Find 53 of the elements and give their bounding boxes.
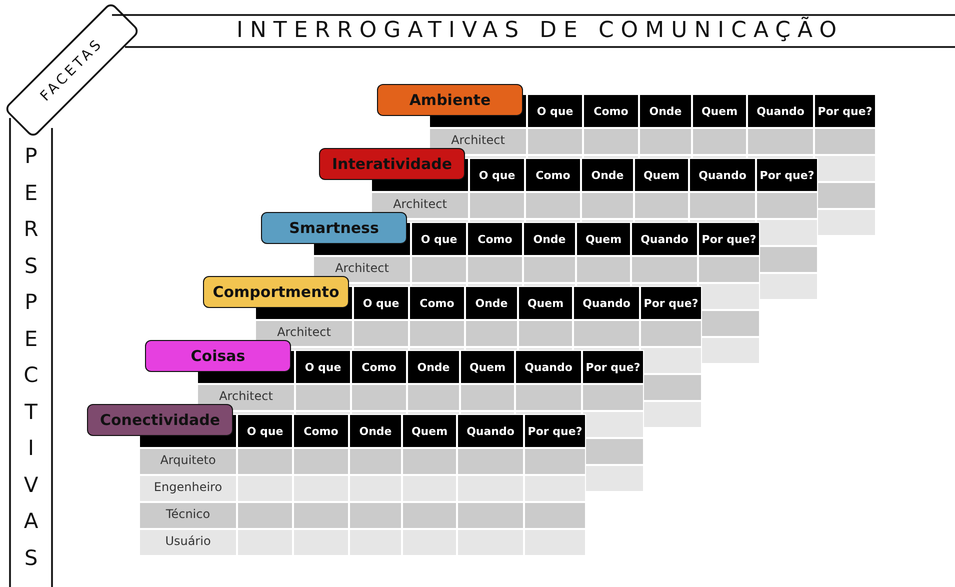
facet-tag: Interatividade xyxy=(319,148,465,180)
column-header: Quem xyxy=(402,414,457,448)
column-header: O que xyxy=(527,94,583,128)
column-header: Por que? xyxy=(524,414,586,448)
title-text: INTERROGATIVAS DE COMUNICAÇÃO xyxy=(235,16,845,45)
column-header: Quem xyxy=(460,350,515,384)
column-header: Por que? xyxy=(698,222,760,256)
column-header: Por que? xyxy=(756,158,818,192)
row-label: Architect xyxy=(371,192,469,219)
facet-tag: Ambiente xyxy=(377,84,523,116)
column-header: Quando xyxy=(689,158,756,192)
row-label: Architect xyxy=(429,128,527,155)
column-header: O que xyxy=(295,350,351,384)
column-header: Por que? xyxy=(640,286,702,320)
column-header: Quando xyxy=(631,222,698,256)
facet-tag: Coisas xyxy=(145,340,291,372)
column-header: Quem xyxy=(518,286,573,320)
column-header: Quem xyxy=(576,222,631,256)
column-header: Como xyxy=(293,414,349,448)
column-header: Como xyxy=(351,350,407,384)
column-header: Por que? xyxy=(814,94,876,128)
column-header: Quando xyxy=(515,350,582,384)
column-header: O que xyxy=(411,222,467,256)
row-label: Arquiteto xyxy=(139,448,237,475)
facet-tag: Smartness xyxy=(261,212,407,244)
column-header: Quem xyxy=(634,158,689,192)
column-header: Onde xyxy=(465,286,518,320)
facet-tag: Conectividade xyxy=(87,404,233,436)
perspective-label: PERSPECTIVAS xyxy=(22,143,40,572)
column-header: O que xyxy=(469,158,525,192)
row-label: Usuário xyxy=(139,529,237,556)
column-header: Quando xyxy=(573,286,640,320)
row-label: Técnico xyxy=(139,502,237,529)
row-label: Architect xyxy=(313,256,411,283)
column-header: Onde xyxy=(581,158,634,192)
row-label: Architect xyxy=(197,384,295,411)
column-header: Onde xyxy=(349,414,402,448)
column-header: Onde xyxy=(523,222,576,256)
column-header: Como xyxy=(409,286,465,320)
column-header: Como xyxy=(467,222,523,256)
column-header: Onde xyxy=(407,350,460,384)
column-header: Quem xyxy=(692,94,747,128)
row-label: Architect xyxy=(255,320,353,347)
column-header: Quando xyxy=(747,94,814,128)
column-header: Por que? xyxy=(582,350,644,384)
column-header: Como xyxy=(525,158,581,192)
column-header: Como xyxy=(583,94,639,128)
row-label: Engenheiro xyxy=(139,475,237,502)
column-header: O que xyxy=(237,414,293,448)
column-header: Onde xyxy=(639,94,692,128)
column-header: Quando xyxy=(457,414,524,448)
column-header: O que xyxy=(353,286,409,320)
facet-tag: Comportmento xyxy=(203,276,349,308)
